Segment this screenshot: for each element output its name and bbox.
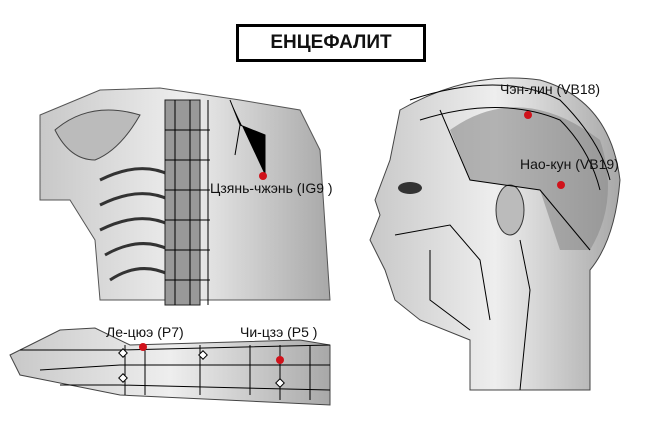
point-vb18 xyxy=(524,111,532,119)
label-ig9: Цзянь-чжэнь (IG9 ) xyxy=(210,180,333,196)
label-vb19: Нао-кун (VB19) xyxy=(520,156,619,172)
label-p5: Чи-цзэ (P5 ) xyxy=(240,324,318,340)
label-p7: Ле-цюэ (P7) xyxy=(106,324,184,340)
point-p7 xyxy=(139,343,147,351)
point-p5 xyxy=(276,356,284,364)
forearm-figure xyxy=(9,327,331,406)
back-figure xyxy=(39,87,331,306)
point-ig9 xyxy=(259,172,267,180)
point-vb19 xyxy=(557,181,565,189)
page-title: ЕНЦЕФАЛИТ xyxy=(236,24,426,62)
head-figure xyxy=(369,77,621,391)
label-vb18: Чэн-лин (VB18) xyxy=(500,81,601,97)
